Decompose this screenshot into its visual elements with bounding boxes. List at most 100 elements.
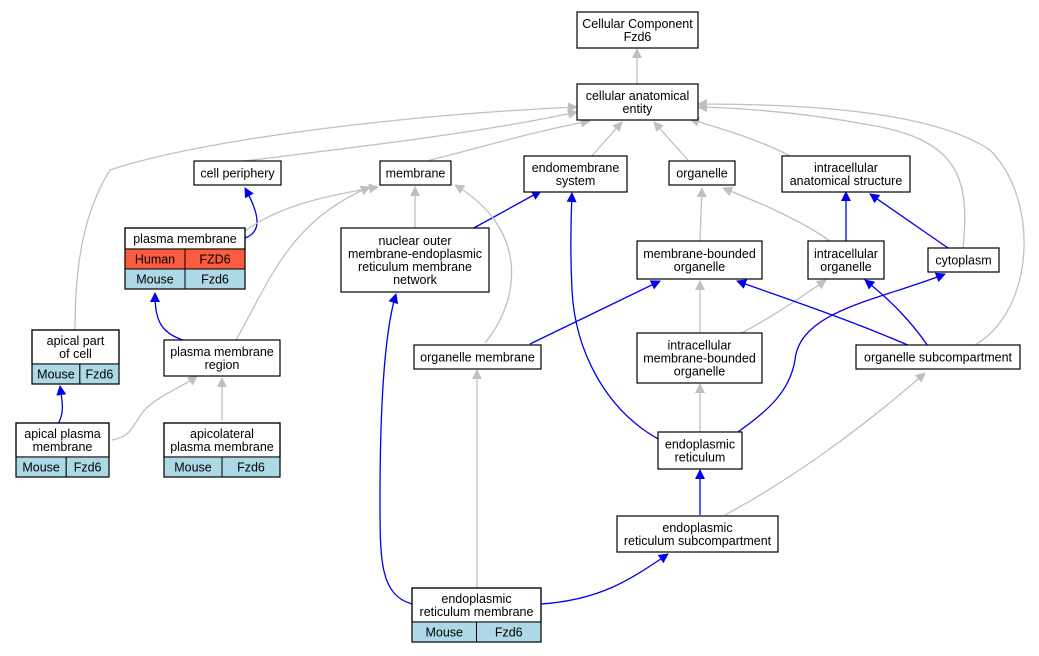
species-label: Mouse	[37, 368, 75, 382]
node-box	[193, 160, 282, 186]
species-label: Mouse	[136, 273, 174, 287]
node-box	[523, 155, 628, 193]
node-label: intracellular	[668, 339, 732, 353]
node-label: reticulum membrane	[358, 260, 472, 274]
edge-er-to-endo	[566, 192, 661, 441]
node-label: membrane	[33, 440, 93, 454]
edge-org-to-cae	[653, 121, 689, 161]
node-label: cellular anatomical	[586, 89, 690, 103]
edge-pmr-to-mem	[235, 185, 371, 341]
species-label: Mouse	[22, 461, 60, 475]
node-label: reticulum	[675, 451, 726, 465]
node-nuclear-outer-membrane-er-membrane-network[interactable]: nuclear outermembrane-endoplasmicreticul…	[340, 227, 490, 293]
gene-label: Fzd6	[495, 626, 523, 640]
node-outline	[124, 227, 246, 290]
node-cytoplasm[interactable]: cytoplasm	[927, 247, 1000, 273]
node-box	[163, 339, 281, 377]
node-label: plasma membrane	[170, 345, 274, 359]
node-label: membrane-endoplasmic	[348, 247, 482, 261]
node-label: membrane-bounded	[643, 247, 756, 261]
node-label: organelle	[676, 167, 727, 181]
node-outline	[15, 422, 110, 478]
node-box	[636, 240, 763, 280]
node-box	[413, 344, 542, 370]
node-cell-periphery[interactable]: cell periphery	[193, 160, 282, 186]
gene-label: Fzd6	[237, 461, 265, 475]
node-box	[855, 344, 1021, 370]
node-box	[927, 247, 1000, 273]
node-label: region	[205, 358, 240, 372]
node-box	[163, 422, 281, 458]
node-label: Fzd6	[624, 30, 652, 44]
edge-io-to-org	[722, 186, 831, 242]
node-label: intracellular	[814, 247, 878, 261]
edge-om-to-mbo	[529, 280, 661, 345]
edge-osc-to-mbo	[736, 279, 911, 347]
node-box	[379, 160, 452, 186]
node-organelle-subcompartment[interactable]: organelle subcompartment	[855, 344, 1021, 370]
node-box	[668, 160, 736, 186]
node-organelle[interactable]: organelle	[668, 160, 736, 186]
species-label: Mouse	[174, 461, 212, 475]
node-label: apicolateral	[190, 427, 254, 441]
node-label: apical plasma	[24, 427, 100, 441]
node-label: reticulum membrane	[420, 605, 534, 619]
node-label: cell periphery	[200, 167, 275, 181]
node-label: membrane	[386, 167, 446, 181]
node-box	[781, 155, 911, 193]
node-label: endoplasmic	[662, 521, 732, 535]
node-label: entity	[623, 102, 654, 116]
node-label: intracellular	[814, 161, 878, 175]
node-label: membrane-bounded	[643, 352, 756, 366]
node-box	[807, 240, 885, 280]
node-outline	[411, 587, 542, 643]
edge-mbo-to-org	[696, 187, 707, 242]
gene-label: FZD6	[199, 253, 230, 267]
edge-osc-to-cae	[697, 99, 1025, 346]
edge-cyto-to-cae	[697, 102, 966, 249]
node-label: endoplasmic	[441, 592, 511, 606]
node-label: reticulum subcompartment	[624, 534, 772, 548]
edge-erm-to-ersc	[540, 553, 669, 605]
node-label: system	[556, 174, 596, 188]
node-outline	[31, 329, 120, 385]
node-outline	[163, 422, 281, 478]
node-label: endomembrane	[532, 161, 620, 175]
edge-apc-to-cae	[74, 102, 578, 331]
node-label: cytoplasm	[935, 254, 991, 268]
gene-label: Fzd6	[86, 368, 114, 382]
node-label: plasma membrane	[133, 232, 237, 246]
node-label: plasma membrane	[170, 440, 274, 454]
node-box	[636, 332, 763, 384]
node-box	[340, 227, 490, 293]
edge-pm-to-cp	[244, 187, 258, 239]
edge-apm-to-apc	[56, 385, 67, 425]
node-label: endoplasmic	[665, 438, 735, 452]
edge-osc-to-io	[864, 279, 929, 347]
species-label: Mouse	[425, 626, 463, 640]
edge-ias-to-cae	[689, 116, 791, 157]
edge-endo-to-cae	[589, 121, 623, 159]
node-box	[576, 83, 699, 121]
edge-imbo-to-io	[739, 279, 827, 335]
node-membrane[interactable]: membrane	[379, 160, 452, 186]
edge-nom-to-endo	[471, 190, 542, 230]
edge-cyto-to-ias	[869, 193, 949, 249]
node-organelle-membrane[interactable]: organelle membrane	[413, 344, 542, 370]
